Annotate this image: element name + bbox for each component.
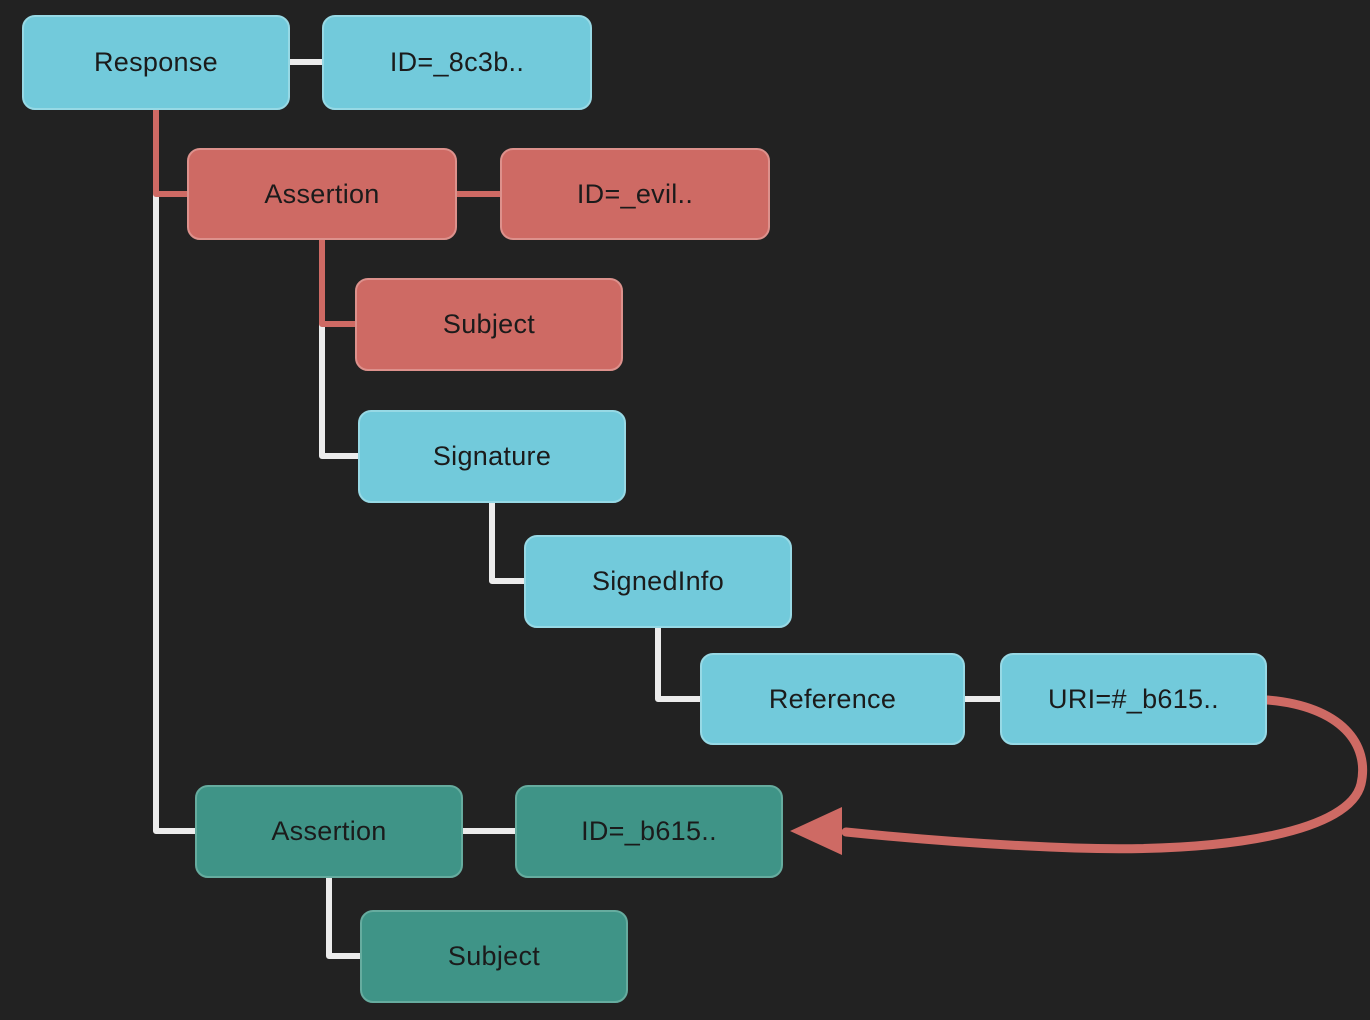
connector-response-to-assertion-original — [153, 191, 198, 834]
node-assertion-original-id-label: ID=_b615.. — [581, 816, 717, 846]
node-assertion-evil-id-label: ID=_evil.. — [576, 178, 694, 209]
node-reference-label: Reference — [768, 683, 897, 714]
connector-assertion-evil-to-signature — [319, 321, 361, 459]
node-subject-evil-label: Subject — [442, 309, 536, 339]
node-response-label: Response — [94, 47, 218, 77]
node-assertion-evil: Assertion — [187, 148, 457, 240]
node-response-id-label: ID=_8c3b.. — [389, 47, 525, 77]
node-signature-label: Signature — [432, 441, 552, 471]
node-assertion-evil-label: Assertion — [264, 178, 380, 209]
node-subject-original-label: Subject — [447, 941, 541, 971]
node-subject-evil: Subject — [355, 278, 623, 371]
node-signedinfo: SignedInfo — [524, 535, 792, 628]
node-assertion-evil-id: ID=_evil.. — [500, 148, 770, 240]
node-response-id: ID=_8c3b.. — [322, 15, 592, 110]
node-response: Response — [22, 15, 290, 110]
node-reference-uri-label: URI=#_b615.. — [1048, 683, 1219, 714]
node-assertion-original-id: ID=_b615.. — [515, 785, 783, 878]
node-subject-original: Subject — [360, 910, 628, 1003]
reference-arrowhead-icon — [790, 807, 842, 855]
node-reference: Reference — [700, 653, 965, 745]
node-assertion-original-label: Assertion — [271, 816, 387, 846]
node-assertion-original: Assertion — [195, 785, 463, 878]
connector-response-to-assertion-evil — [153, 107, 190, 197]
node-signature: Signature — [358, 410, 626, 503]
connector-assertion-evil-to-subject — [319, 237, 358, 327]
node-signedinfo-label: SignedInfo — [591, 566, 725, 596]
connector-signedinfo-to-reference — [655, 625, 703, 702]
connector-signature-to-signedinfo — [489, 500, 527, 584]
connector-assertion-original-to-subject — [326, 875, 363, 959]
node-reference-uri: URI=#_b615.. — [1000, 653, 1267, 745]
